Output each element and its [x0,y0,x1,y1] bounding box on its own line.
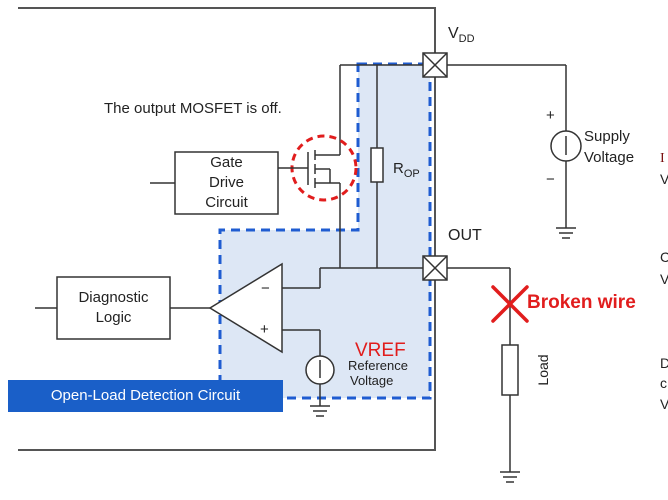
rop-resistor [370,147,384,183]
supply-minus-label: − [546,171,555,188]
comparator-minus-label: − [261,280,270,297]
comparator-plus-label: + [260,321,269,338]
vdd-label: VDD [448,25,475,45]
diagnostic-line-2: Logic [95,309,132,326]
gate-drive-line-2: Drive [208,174,244,191]
load-ground-icon [500,471,520,483]
cutoff-text-3: C [660,249,668,265]
ic-outline [18,7,436,451]
load-resistor [501,344,519,396]
cutoff-text-7: V [660,396,668,412]
cutoff-text-2: V [660,171,668,187]
out-label: OUT [448,227,482,244]
vdd-pin [422,52,448,78]
vref-ground-icon [310,405,330,417]
open-load-detection-label: Open-Load Detection Circuit [8,380,283,412]
gate-drive-label: Gate Drive Circuit [175,153,278,213]
broken-wire-x-icon [491,285,529,323]
gate-drive-line-3: Circuit [205,194,248,211]
supply-label-line-2: Voltage [584,149,634,166]
diagnostic-logic-label: Diagnostic Logic [57,288,170,328]
comparator [208,262,283,354]
rop-label: ROP [393,160,420,180]
supply-label-line-1: Supply [584,128,630,145]
cutoff-text-5: D [660,355,668,371]
mosfet-symbol [307,148,341,190]
out-pin [422,255,448,281]
reference-label-line-2: Voltage [350,373,393,388]
supply-ground-icon [556,227,576,239]
cutoff-text-1: I [660,151,665,166]
cutoff-text-4: V [660,271,668,287]
cutoff-text-6: c [660,375,667,391]
gate-drive-box [174,151,279,215]
load-label: Load [535,354,551,385]
gate-drive-line-1: Gate [210,154,243,171]
supply-plus-label: + [546,107,555,124]
diagnostic-line-1: Diagnostic [78,289,149,306]
broken-wire-label: Broken wire [527,292,636,313]
reference-label-line-1: Reference [348,358,408,373]
vref-label: VREF [355,340,406,361]
mosfet-note: The output MOSFET is off. [104,100,282,117]
